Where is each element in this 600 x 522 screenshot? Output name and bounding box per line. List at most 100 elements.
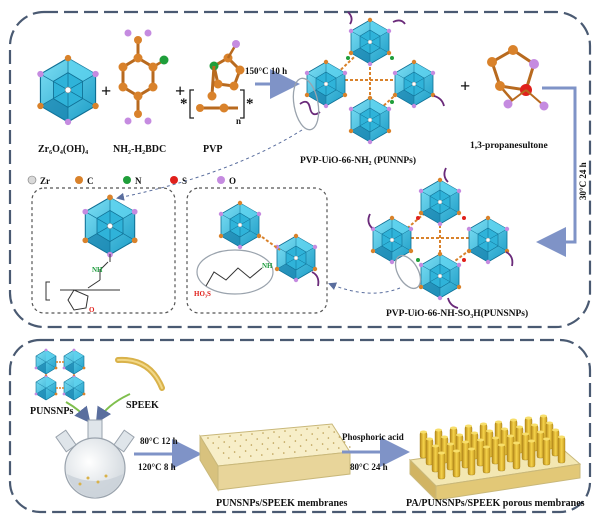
membrane-pillar-top xyxy=(450,426,457,430)
membrane-pore-dot xyxy=(239,445,242,447)
membrane-pillar xyxy=(437,452,446,480)
membrane-pillar-top xyxy=(528,439,535,443)
membrane-pillar-top xyxy=(447,442,454,446)
bottom-panel-frame xyxy=(8,338,592,514)
membrane-pillar-top xyxy=(432,444,439,448)
membrane-pillar-top xyxy=(510,418,517,422)
membrane-pore-dot xyxy=(229,435,231,437)
membrane-pore-dot xyxy=(283,441,286,443)
membrane-pore-dot xyxy=(305,450,307,452)
membrane-pore-dot xyxy=(333,431,336,433)
membrane-pore-dot xyxy=(310,444,313,446)
pvp-molecule-icon xyxy=(189,40,245,119)
membrane-pillar-top xyxy=(531,423,538,427)
membrane-pore-dot xyxy=(234,440,236,442)
membrane-pore-dot xyxy=(299,445,302,447)
membrane-pore-dot xyxy=(272,453,274,455)
zoom-inset-2-content xyxy=(196,200,320,295)
membrane-pore-dot xyxy=(256,438,259,440)
atom-legend: Zr C N S O xyxy=(27,175,236,186)
membrane-pore-dot xyxy=(261,454,263,456)
membrane-pore-dot xyxy=(255,449,258,451)
top-panel-frame xyxy=(8,10,592,329)
membrane-pore-dot xyxy=(228,457,230,459)
inset-1-nh-label: NH xyxy=(92,266,103,274)
membrane-pore-dot xyxy=(250,455,252,457)
membrane-pore-dot xyxy=(332,442,335,444)
pvp-star-left: * xyxy=(180,96,188,112)
membrane-pillar xyxy=(512,442,521,470)
membrane-1-label: PUNSNPs/SPEEK membranes xyxy=(216,498,348,509)
membrane-pore-dot xyxy=(223,441,225,443)
membrane-pore-dot xyxy=(305,439,308,441)
membrane-pore-dot xyxy=(217,447,220,449)
membrane-pore-dot xyxy=(322,432,325,434)
membrane-pillar xyxy=(557,436,566,464)
membrane-pore-dot xyxy=(261,443,264,445)
membrane-pillar-top xyxy=(453,449,460,453)
membrane-pillar-top xyxy=(462,440,469,444)
membrane-pillar-top xyxy=(486,429,493,433)
zoom-inset-1-content xyxy=(45,193,139,311)
membrane-pillar-top xyxy=(552,428,559,432)
membrane-pillar xyxy=(497,444,506,472)
membrane-pillar-top xyxy=(468,447,475,451)
membrane-pillar xyxy=(527,440,536,468)
punsnps-particles-icon xyxy=(34,348,86,401)
membrane-pillar-top xyxy=(513,441,520,445)
product-1-label: PVP-UiO-66-NH₂ (PUNNPs) xyxy=(300,155,416,166)
pvp-n-subscript: n xyxy=(236,116,241,126)
membrane-pore-dot xyxy=(343,441,346,443)
membrane-pore-dot xyxy=(321,443,324,445)
membrane-pore-dot xyxy=(239,456,241,458)
legend-swatch-s xyxy=(170,176,178,184)
legend-label-c: C xyxy=(87,176,94,186)
membrane-pore-dot xyxy=(272,442,275,444)
membrane-pillar-top xyxy=(471,431,478,435)
membrane-pore-dot xyxy=(295,429,297,431)
membrane-pore-dot xyxy=(244,450,247,452)
membrane-pillar-top xyxy=(558,435,565,439)
membrane-pore-dot xyxy=(328,426,330,428)
reaction-flask-icon xyxy=(55,419,135,499)
membrane-pillar-top xyxy=(480,422,487,426)
membrane-pore-dot xyxy=(306,428,308,430)
membrane-pillar-top xyxy=(525,416,532,420)
membrane-pore-dot xyxy=(316,438,319,440)
zoom-inset-1 xyxy=(31,187,176,314)
membrane-pore-dot xyxy=(294,451,296,453)
membrane-pore-dot xyxy=(316,449,318,451)
zoom-inset-2 xyxy=(186,187,328,314)
linker-label: NH₂-H₂BDC xyxy=(113,144,166,155)
membrane-pore-dot xyxy=(222,452,225,454)
membrane-pore-dot xyxy=(288,446,291,448)
membrane-pillar xyxy=(467,448,476,476)
membrane-pore-dot xyxy=(317,427,319,429)
membrane-pore-dot xyxy=(327,448,329,450)
membrane-pillar-top xyxy=(540,414,547,418)
cond-b-label: 120°C 8 h xyxy=(138,462,176,472)
membrane-pillar-top xyxy=(522,432,529,436)
membrane-pillar-top xyxy=(546,421,553,425)
membrane-pillar-top xyxy=(516,425,523,429)
zr-cluster-label: Zr₆O₄(OH)₄ xyxy=(38,144,88,155)
zr-cluster-icon xyxy=(36,54,100,126)
membrane-pore-dot xyxy=(338,436,341,438)
membrane-pore-dot xyxy=(300,434,303,436)
step-1-condition: 150°C 10 h xyxy=(245,66,287,76)
membrane-pillar-top xyxy=(492,436,499,440)
plus-sign: + xyxy=(460,76,470,96)
membrane-pillar-top xyxy=(420,430,427,434)
pvp-label: PVP xyxy=(203,144,222,155)
membrane-pore-dot xyxy=(284,430,286,432)
reagent-2-label: 1,3-propanesultone xyxy=(470,141,548,151)
membrane-pore-dot xyxy=(228,446,231,448)
membrane-pillar-top xyxy=(477,438,484,442)
membrane-pore-dot xyxy=(207,437,209,439)
plus-sign: + xyxy=(175,81,185,101)
membrane-pillar-top xyxy=(495,420,502,424)
membrane-pore-dot xyxy=(289,435,292,437)
membrane-pore-dot xyxy=(245,439,247,441)
membrane-pillar-top xyxy=(426,437,433,441)
membrane-pillar-top xyxy=(543,437,550,441)
